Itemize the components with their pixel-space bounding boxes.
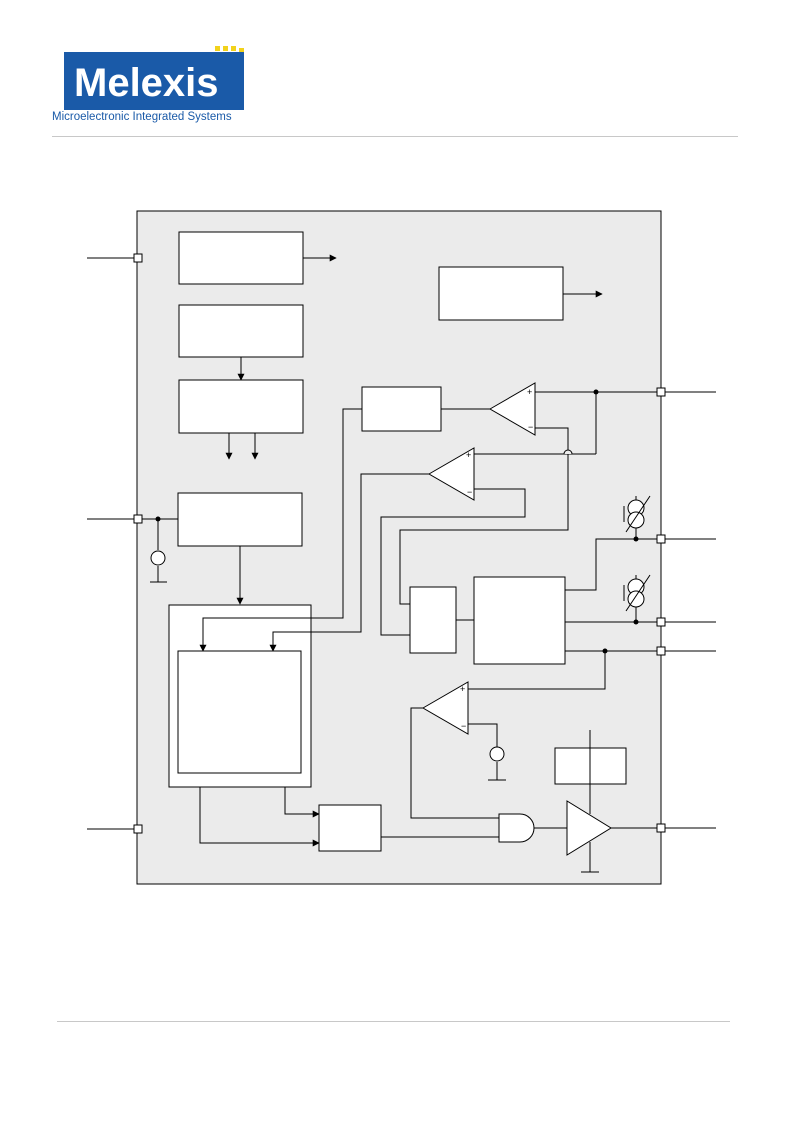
block-left-4 bbox=[177, 492, 303, 547]
comparator-2 bbox=[428, 447, 475, 501]
pin-square bbox=[656, 823, 666, 833]
block-top-left bbox=[178, 231, 304, 285]
current-source-icon bbox=[623, 495, 651, 533]
pin-square bbox=[133, 253, 143, 263]
voltage-reference-icon bbox=[150, 550, 166, 566]
block-left-2 bbox=[178, 304, 304, 358]
junction-dot bbox=[155, 516, 161, 522]
block-narrow bbox=[409, 586, 457, 654]
minus-sign: − bbox=[528, 422, 533, 432]
melexis-logo: Melexis Microelectronic Integrated Syste… bbox=[52, 46, 262, 131]
pin-square bbox=[656, 387, 666, 397]
pin-square bbox=[656, 617, 666, 627]
plus-sign: + bbox=[460, 684, 465, 694]
footer-rule bbox=[57, 1021, 730, 1022]
current-source-icon bbox=[623, 574, 651, 612]
pin-square bbox=[656, 534, 666, 544]
junction-dot bbox=[593, 389, 599, 395]
logo-box bbox=[64, 52, 244, 110]
logo-wordmark: Melexis bbox=[74, 61, 219, 105]
pin-square bbox=[133, 514, 143, 524]
junction-dot bbox=[602, 648, 608, 654]
comparator-3 bbox=[422, 681, 469, 735]
block-top-right bbox=[438, 266, 564, 321]
minus-sign: − bbox=[467, 487, 472, 497]
header-rule bbox=[52, 136, 738, 137]
block-large-right bbox=[473, 576, 566, 665]
block-logic-inner bbox=[177, 650, 302, 774]
plus-sign: + bbox=[527, 387, 532, 397]
block-middle-small bbox=[361, 386, 442, 432]
wire-crossover bbox=[563, 449, 573, 455]
junction-dot bbox=[633, 536, 639, 542]
logo-tagline: Microelectronic Integrated Systems bbox=[52, 111, 232, 123]
pin-square bbox=[656, 646, 666, 656]
junction-dot bbox=[633, 619, 639, 625]
plus-sign: + bbox=[466, 450, 471, 460]
minus-sign: − bbox=[461, 721, 466, 731]
pin-square bbox=[133, 824, 143, 834]
block-bottom-middle bbox=[318, 804, 382, 852]
voltage-reference-icon bbox=[489, 746, 505, 762]
block-left-3 bbox=[178, 379, 304, 434]
and-gate bbox=[498, 813, 535, 843]
comparator-1 bbox=[489, 382, 536, 436]
